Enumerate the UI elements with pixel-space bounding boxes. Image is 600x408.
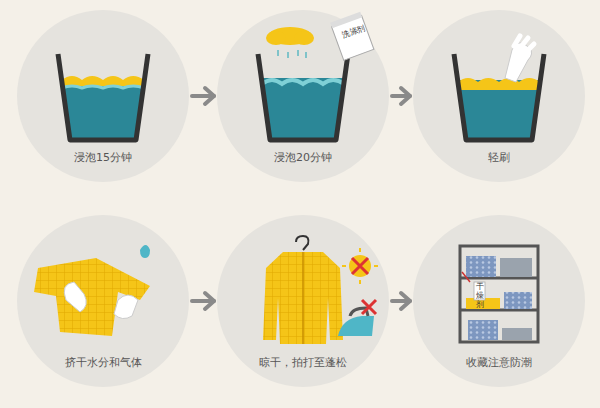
step-circle: 挤干水分和气体 [17, 215, 189, 387]
step-circle: 收藏注意防潮 [413, 215, 585, 387]
flow-arrow [392, 88, 410, 104]
step-circle: 轻刷 [413, 10, 585, 182]
desiccant-label: 干燥剂 [476, 283, 484, 309]
step-circle: 浸泡20分钟 [217, 10, 389, 182]
step-caption: 浸泡20分钟 [217, 150, 389, 165]
step-circle: 浸泡15分钟 [17, 10, 189, 182]
step-caption: 轻刷 [413, 150, 585, 165]
step-caption: 挤干水分和气体 [17, 355, 189, 370]
flow-arrow [192, 88, 214, 104]
flow-arrow [192, 293, 214, 309]
step-caption: 浸泡15分钟 [17, 150, 189, 165]
flow-arrow [392, 293, 410, 309]
step-caption: 晾干，拍打至蓬松 [217, 355, 389, 370]
step-caption: 收藏注意防潮 [413, 355, 585, 370]
step-circle: 晾干，拍打至蓬松 [217, 215, 389, 387]
